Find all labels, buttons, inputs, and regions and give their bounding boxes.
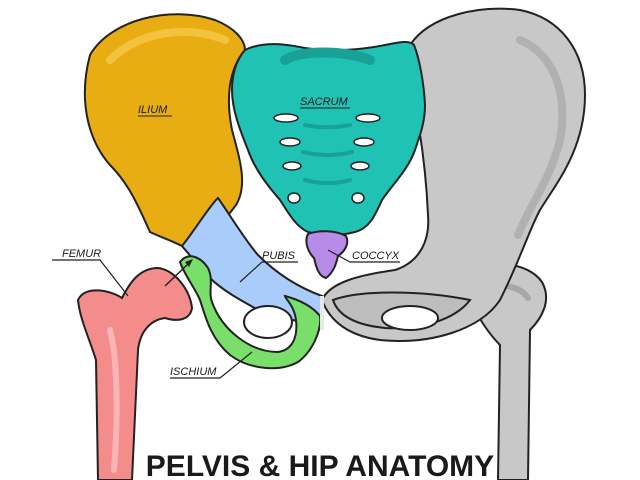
ischium bbox=[178, 255, 322, 370]
femur-leader bbox=[52, 259, 129, 297]
femur-label: FEMUR bbox=[62, 248, 101, 260]
pubis-label: PUBIS bbox=[262, 250, 296, 262]
femur bbox=[76, 266, 194, 480]
ischium-label: ISCHIUM bbox=[170, 366, 217, 378]
pubis-leader bbox=[239, 261, 298, 283]
sacrum bbox=[230, 41, 427, 236]
ischium-leader bbox=[170, 351, 253, 379]
right-ilium bbox=[320, 7, 587, 342]
hip-joint-arrow bbox=[164, 259, 193, 287]
coccyx-label: COCCYX bbox=[352, 250, 400, 262]
sacrum-label: SACRUM bbox=[300, 96, 349, 108]
leader-lines bbox=[52, 249, 400, 379]
coccyx bbox=[305, 230, 349, 280]
page-title: PELVIS & HIP ANATOMY bbox=[146, 450, 494, 480]
coccyx-leader bbox=[327, 249, 400, 263]
ilium-label: ILIUM bbox=[138, 104, 168, 116]
ilium bbox=[83, 13, 247, 248]
